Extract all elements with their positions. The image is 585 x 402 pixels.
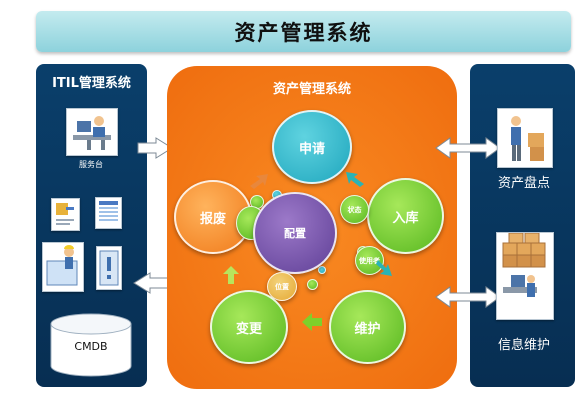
double-arrow-icon	[435, 286, 501, 308]
flow-arrow-icon	[223, 266, 239, 284]
flow-arrow-icon	[346, 172, 364, 187]
engineer-blueprint-icon[interactable]	[42, 242, 84, 292]
alert-clipboard-icon[interactable]	[96, 246, 122, 290]
cmdb-database-icon[interactable]	[48, 312, 134, 378]
node-change-label: 变更	[235, 321, 262, 337]
node-scrap-label: 报废	[199, 211, 226, 227]
node-user[interactable]: 使用者	[355, 246, 384, 275]
inventory-card[interactable]	[497, 108, 553, 168]
node-config-label: 配置	[284, 227, 306, 240]
node-status-label: 状态	[347, 205, 362, 214]
double-arrow-icon	[435, 137, 501, 159]
page-title: 资产管理系统	[234, 20, 373, 45]
node-config[interactable]: 配置	[253, 192, 337, 274]
report-doc-icon[interactable]	[51, 198, 80, 231]
service-desk-card[interactable]	[66, 108, 118, 156]
inventory-label: 资产盘点	[497, 176, 550, 191]
core-title: 资产管理系统	[272, 82, 351, 97]
service-desk-label: 服务台	[79, 160, 103, 169]
cmdb-label: CMDB	[74, 340, 108, 353]
node-inbound[interactable]: 入库	[367, 178, 444, 254]
node-status[interactable]: 状态	[340, 195, 369, 224]
node-apply[interactable]: 申请	[272, 110, 352, 184]
bubble-decor	[307, 279, 318, 290]
right-arrow-icon	[137, 137, 173, 159]
inventory-worker-icon	[511, 116, 544, 161]
node-change[interactable]: 变更	[210, 290, 288, 364]
spreadsheet-doc-icon[interactable]	[95, 197, 122, 229]
flow-arrow-icon	[250, 174, 268, 189]
info-maintain-card[interactable]	[496, 232, 554, 320]
node-inbound-label: 入库	[392, 210, 419, 226]
node-apply-label: 申请	[298, 141, 325, 157]
itil-panel-title: ITIL管理系统	[52, 76, 131, 91]
service-desk-icon	[73, 116, 111, 150]
title-bar: 资产管理系统	[36, 11, 571, 52]
left-arrow-icon	[133, 272, 169, 294]
flow-arrow-icon	[376, 260, 392, 276]
info-maintain-label: 信息维护	[497, 338, 550, 353]
node-location-label: 位置	[275, 282, 289, 291]
node-user-label: 使用者	[359, 256, 380, 265]
node-maintain-label: 维护	[354, 321, 381, 337]
flow-arrow-icon	[302, 313, 322, 331]
bubble-decor	[318, 266, 326, 274]
node-maintain[interactable]: 维护	[329, 290, 406, 364]
box-stack-icon	[502, 232, 546, 297]
